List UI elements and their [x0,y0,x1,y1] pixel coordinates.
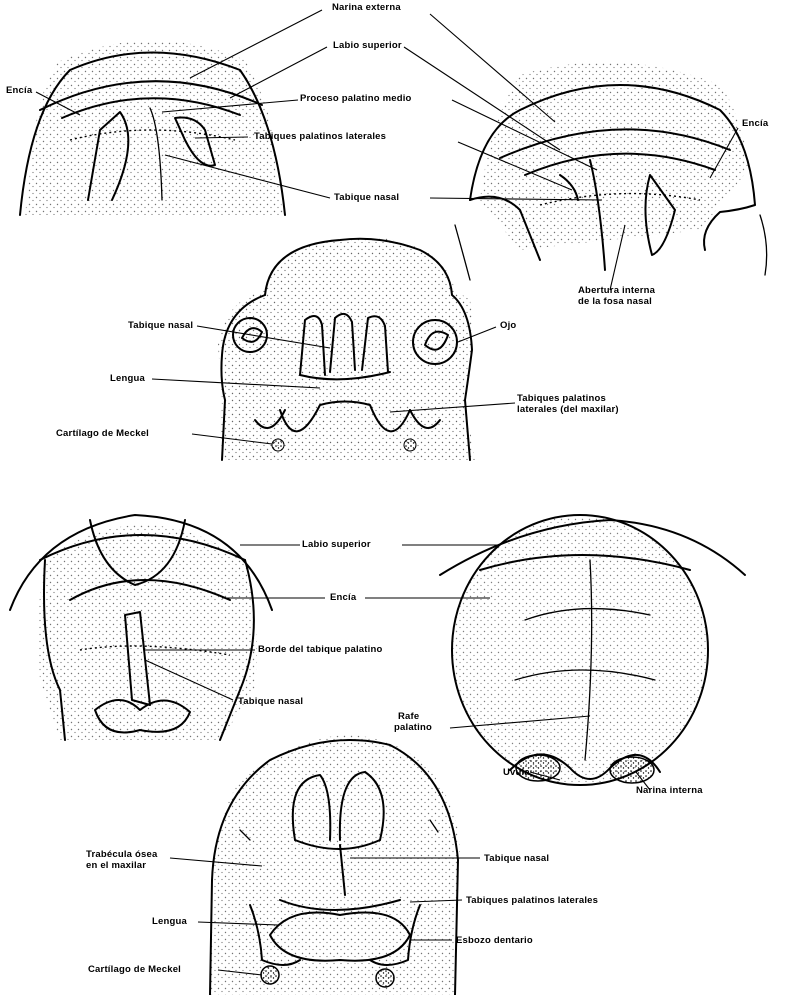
label-tabique-nasal-middle: Tabique nasal [128,320,193,331]
label-encia-right: Encía [742,118,768,129]
label-borde-tabique-palatino: Borde del tabique palatino [258,644,383,655]
label-tabique-nasal-section: Tabique nasal [484,853,549,864]
label-trabecula-line1: Trabécula ósea [86,849,157,860]
label-narina-externa: Narina externa [332,2,401,13]
middle-section-drawing [218,237,475,460]
label-tabiques-palatinos-line2: laterales (del maxilar) [517,404,619,415]
label-rafe-line2: palatino [394,722,432,733]
label-tabiques-palatinos-laterales-top: Tabiques palatinos laterales [254,131,386,142]
top-left-palate-drawing [20,40,285,215]
label-tabique-nasal-bottom: Tabique nasal [238,696,303,707]
label-tabiques-palatinos-line1: Tabiques palatinos [517,393,606,404]
label-encia-left: Encía [6,85,32,96]
top-right-palate-drawing [455,62,767,280]
label-encia-bottom: Encía [330,592,356,603]
label-rafe-line1: Rafe [398,711,419,722]
label-proceso-palatino-medio: Proceso palatino medio [300,93,412,104]
label-uvula: Uvula [503,767,530,778]
label-abertura-interna-line1: Abertura interna [578,285,655,296]
bottom-left-palate-drawing [10,515,272,740]
label-trabecula-line2: en el maxilar [86,860,146,871]
label-tabique-nasal-top: Tabique nasal [334,192,399,203]
label-ojo: Ojo [500,320,516,331]
label-lengua-bottom: Lengua [152,916,187,927]
label-labio-superior-top: Labio superior [333,40,402,51]
label-lengua-middle: Lengua [110,373,145,384]
label-esbozo-dentario: Esbozo dentario [456,935,533,946]
label-cartilago-meckel-bottom: Cartílago de Meckel [88,964,181,975]
label-labio-superior-bottom: Labio superior [302,539,371,550]
bottom-right-palate-drawing [440,515,745,785]
label-narina-interna: Narina interna [636,785,703,796]
label-abertura-interna-line2: de la fosa nasal [578,296,652,307]
label-cartilago-meckel-middle: Cartílago de Meckel [56,428,149,439]
label-tabiques-palatinos-laterales-bottom: Tabiques palatinos laterales [466,895,598,906]
